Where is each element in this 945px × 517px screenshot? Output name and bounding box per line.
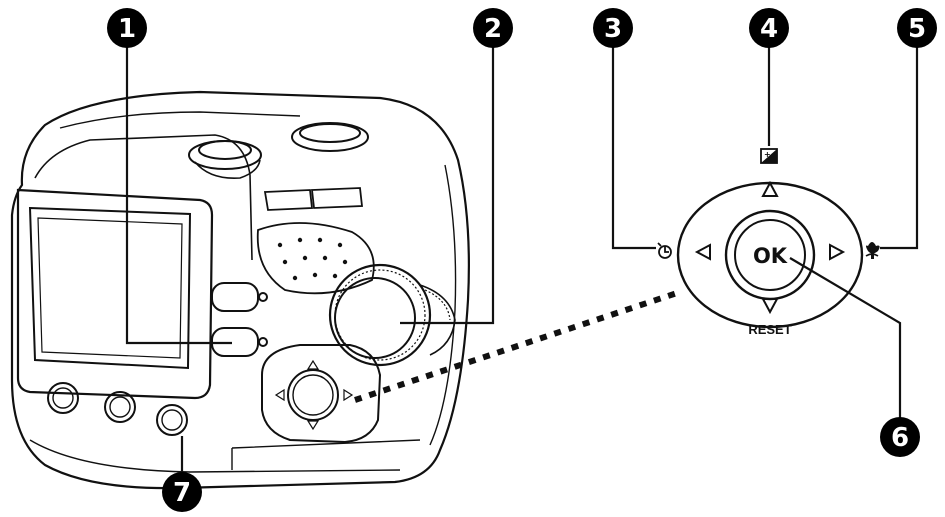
svg-text:+: + [764, 150, 771, 159]
down-arrow-icon [761, 298, 779, 315]
svg-text:5: 5 [908, 14, 926, 44]
side-buttons [211, 282, 268, 357]
callout-5: 5 [897, 8, 937, 48]
left-arrow-icon [694, 243, 711, 261]
macro-flower-icon [865, 242, 880, 259]
reset-label: RESET [748, 322, 791, 337]
svg-text:3: 3 [604, 14, 622, 44]
enlarged-control-dial: OK RESET [676, 180, 864, 337]
top-dials [188, 122, 369, 179]
svg-text:6: 6 [891, 423, 909, 453]
zoom-link-dashed [354, 289, 681, 403]
up-arrow-icon [761, 180, 779, 197]
ok-label: OK [753, 244, 788, 268]
viewfinder [263, 187, 364, 211]
mode-dial [328, 263, 456, 367]
callout-1: 1 [107, 8, 147, 48]
callout-2: 2 [473, 8, 513, 48]
svg-text:2: 2 [484, 14, 502, 44]
lcd-screen [16, 188, 214, 400]
leader-lines [125, 45, 919, 476]
callout-6: 6 [880, 417, 920, 457]
camera-four-way-pad [261, 344, 382, 444]
speaker-grille [256, 222, 375, 295]
svg-text:4: 4 [760, 14, 778, 44]
callout-7: 7 [162, 472, 202, 512]
camera-body [10, 90, 470, 490]
callout-4: 4 [749, 8, 789, 48]
bottom-buttons [47, 382, 188, 436]
svg-text:1: 1 [118, 14, 136, 44]
self-timer-icon [657, 242, 672, 259]
right-arrow-icon [829, 243, 846, 261]
exposure-compensation-icon: + [760, 148, 778, 164]
callout-3: 3 [593, 8, 633, 48]
svg-text:7: 7 [173, 478, 191, 508]
